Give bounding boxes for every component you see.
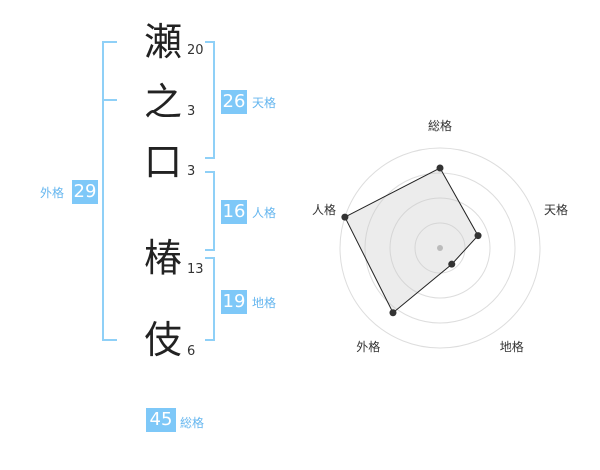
chikaku-value: 19 [221,290,247,314]
radar-ring [364,172,516,324]
jinkaku-bracket [205,171,215,251]
tenkaku-value: 26 [221,90,247,114]
radar-ring [389,197,491,299]
stroke-count-5: 6 [187,344,196,359]
radar-point-1 [436,164,444,172]
radar-axis-label-5: 人格 [311,203,336,218]
chikaku-bracket [205,257,215,341]
radar-point-4 [389,309,397,317]
radar-ring [414,222,466,274]
radar-axis-label-4: 外格 [356,339,381,354]
name-char-2: 之 [143,80,182,124]
gaikaku-value: 29 [72,180,98,204]
stroke-count-1: 20 [187,43,204,58]
soukaku-value: 45 [146,408,176,432]
stroke-count-3: 3 [187,164,196,179]
name-char-1: 瀬 [143,20,182,64]
radar-ring [339,147,541,349]
gaikaku-label: 外格 [40,186,65,200]
jinkaku-label: 人格 [252,206,277,220]
name-char-5: 伎 [143,318,182,362]
name-char-3: 口 [143,140,182,184]
tenkaku-bracket [205,41,215,159]
tenkaku-label: 天格 [252,96,277,110]
jinkaku-value: 16 [221,200,247,224]
soukaku-label: 総格 [180,416,205,430]
radar-chart [339,147,541,349]
radar-point-2 [474,232,482,240]
radar-point-3 [448,260,456,268]
radar-axis-label-2: 天格 [544,203,569,218]
stroke-count-4: 13 [187,262,204,277]
name-char-4: 椿 [143,236,182,280]
radar-axis-label-1: 総格 [428,119,453,133]
chikaku-label: 地格 [252,296,277,310]
stroke-count-2: 3 [187,104,196,119]
radar-point-5 [341,213,349,221]
radar-center-dot [437,245,443,251]
radar-axis-label-3: 地格 [499,339,524,354]
radar-polygon [344,167,479,314]
gaikaku-bracket [102,41,117,341]
